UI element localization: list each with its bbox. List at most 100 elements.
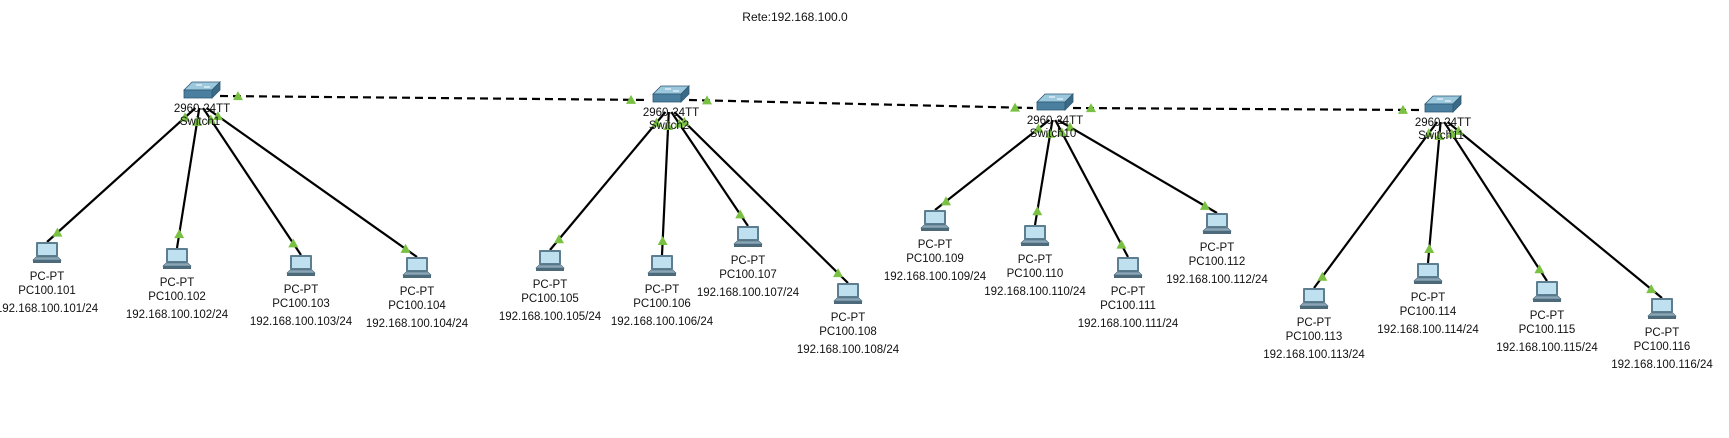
pc-name-label: PC100.106: [633, 298, 691, 310]
port-indicator: [1423, 128, 1434, 138]
switch-model-label: 2960-24TT: [174, 103, 230, 115]
pc-ip-label: 192.168.100.113/24: [1263, 349, 1365, 361]
pc-icon: [286, 255, 316, 276]
switch-icon: [1424, 95, 1462, 113]
switch-name-label: Switch11: [1418, 130, 1464, 142]
port-indicator: [833, 268, 844, 278]
network-title: Rete:192.168.100.0: [742, 10, 848, 24]
pc-name-label: PC100.107: [719, 269, 777, 281]
pc-ip-label: 192.168.100.109/24: [884, 271, 987, 283]
access-link[interactable]: [1443, 121, 1548, 282]
links-layer: [46, 91, 1663, 299]
access-link[interactable]: [202, 107, 302, 256]
switch-name-label: Switch2: [649, 120, 689, 132]
switch-icon: [1036, 93, 1074, 111]
access-link[interactable]: [549, 111, 667, 251]
pc-ip-label: 192.168.100.105/24: [499, 311, 602, 323]
pc-icon: [1299, 288, 1329, 309]
pc-type-label: PC-PT: [30, 271, 65, 283]
pc-name-label: PC100.111: [1100, 300, 1156, 312]
port-indicator: [192, 116, 203, 126]
switch-model-label: 2960-24TT: [1027, 115, 1083, 127]
pc-type-label: PC-PT: [400, 286, 435, 298]
pc-ip-label: 192.168.100.112/24: [1166, 274, 1268, 286]
port-indicator: [174, 229, 185, 239]
pc-type-label: PC-PT: [1297, 317, 1332, 329]
port-indicator: [663, 120, 674, 130]
port-indicator: [657, 236, 668, 246]
pc-type-label: PC-PT: [1530, 310, 1565, 322]
switch-icon: [183, 81, 221, 99]
pc-icon: [1202, 213, 1232, 234]
pc-ip-label: 192.168.100.102/24: [126, 309, 229, 321]
access-link[interactable]: [1426, 121, 1442, 264]
access-link[interactable]: [1057, 119, 1218, 214]
pc-ip-label: 192.168.100.106/24: [611, 316, 714, 328]
port-indicator: [1434, 130, 1445, 140]
access-link[interactable]: [205, 107, 418, 258]
access-link[interactable]: [175, 107, 201, 249]
pc-type-label: PC-PT: [1111, 286, 1146, 298]
trunk-link[interactable]: [688, 98, 1034, 110]
trunk-link[interactable]: [219, 94, 650, 102]
pc-name-label: PC100.112: [1189, 256, 1246, 268]
pc-icon: [647, 255, 677, 276]
access-link[interactable]: [1054, 119, 1129, 258]
port-indicator: [232, 91, 243, 101]
pc-node[interactable]: PC-PT PC100.113 192.168.100.113/24: [1263, 288, 1365, 361]
pc-type-label: PC-PT: [160, 277, 195, 289]
port-indicator: [1646, 284, 1657, 294]
access-link[interactable]: [1446, 121, 1663, 299]
pc-name-label: PC100.109: [906, 253, 964, 265]
pc-icon: [1647, 298, 1677, 319]
trunk-link[interactable]: [1072, 106, 1422, 112]
pc-ip-label: 192.168.100.115/24: [1496, 342, 1598, 354]
port-indicator: [1010, 102, 1021, 112]
switch-model-label: 2960-24TT: [1415, 117, 1471, 129]
pc-name-label: PC100.108: [819, 326, 877, 338]
port-indicator: [400, 243, 411, 253]
pc-name-label: PC100.105: [521, 293, 579, 305]
pc-ip-label: 192.168.100.101/24: [0, 303, 99, 315]
port-indicator: [679, 116, 690, 126]
port-indicator: [180, 112, 191, 122]
access-link[interactable]: [673, 111, 849, 284]
pc-name-label: PC100.113: [1286, 331, 1343, 343]
access-link[interactable]: [934, 119, 1051, 211]
pc-icon: [402, 257, 432, 278]
access-link[interactable]: [46, 107, 197, 243]
access-link[interactable]: [1313, 121, 1439, 289]
access-link[interactable]: [670, 111, 749, 227]
access-link[interactable]: [660, 111, 670, 256]
switch-icon: [652, 85, 690, 103]
port-indicator: [1534, 264, 1545, 274]
switch-name-label: Switch10: [1030, 128, 1077, 140]
port-indicator: [735, 209, 746, 219]
switch-model-label: 2960-24TT: [643, 107, 699, 119]
pc-icon: [833, 283, 863, 304]
pc-icon: [32, 242, 62, 263]
pc-name-label: PC100.114: [1400, 306, 1457, 318]
port-indicator: [1446, 128, 1457, 138]
pc-icon: [920, 210, 950, 231]
